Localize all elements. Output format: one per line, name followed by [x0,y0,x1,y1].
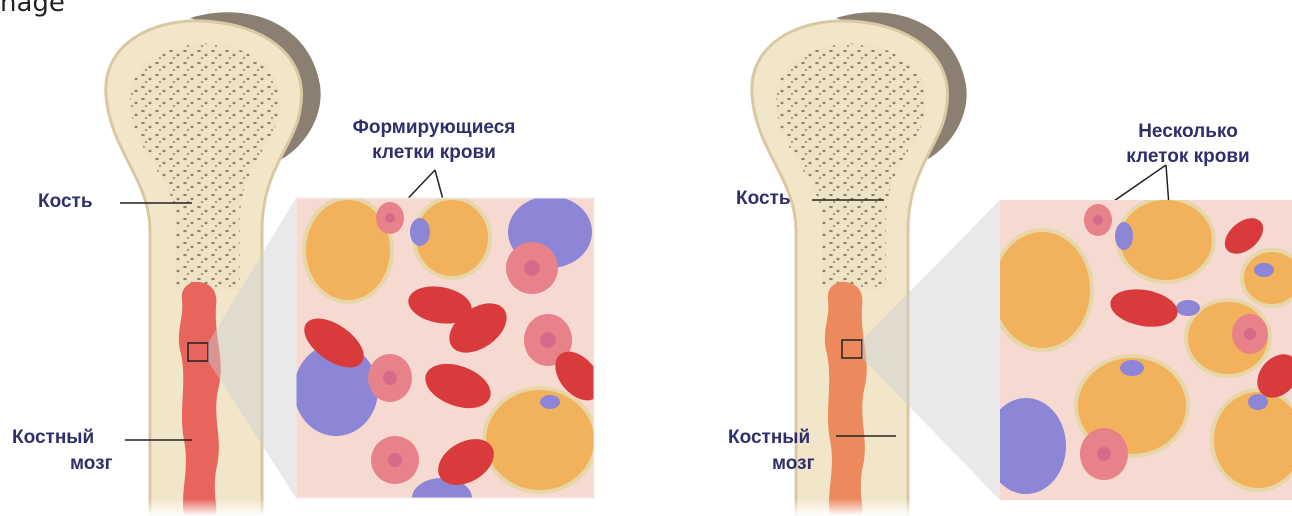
cells-label-line1: Формирующиеся [353,116,516,140]
bone-label: Кость [736,187,791,211]
marrow-label-line1: Костный [728,426,810,450]
marrow-label-line2: мозг [772,452,815,476]
cells-label-line1: Несколько [1138,120,1238,144]
bone-illustration-left [0,0,646,516]
marrow-label-line1: Костный [12,426,94,450]
marrow-label-line2: мозг [70,452,113,476]
bone-label: Кость [38,190,93,214]
cells-label-line2: клеток крови [1126,145,1249,169]
cells-label-line2: клетки крови [372,141,496,165]
panel-left: Кость Костный мозг Формирующиеся клетки … [0,0,646,516]
panel-right: Кость Костный мозг Несколько клеток кров… [646,0,1292,516]
